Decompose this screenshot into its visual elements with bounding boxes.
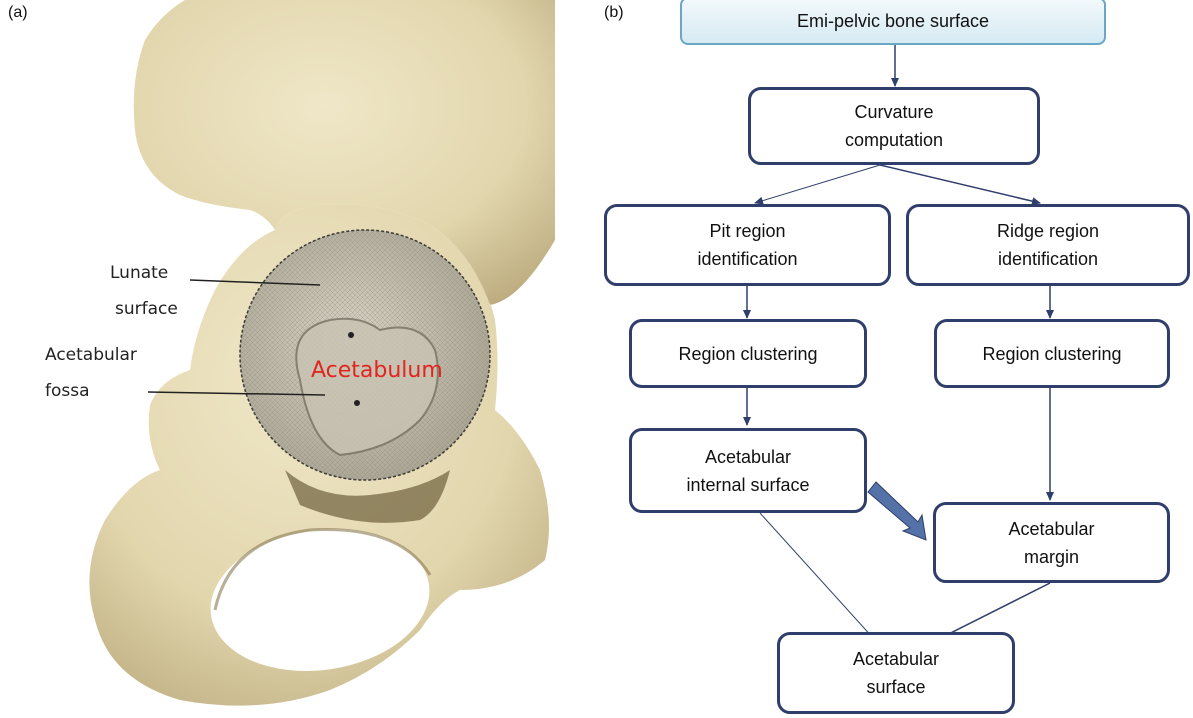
node-acetabular-surface: Acetabular surface [777,632,1015,714]
node-acetabular-margin: Acetabular margin [933,502,1170,583]
node-region-clustering-right: Region clustering [934,319,1170,388]
node-curvature-computation: Curvature computation [748,87,1040,165]
node-emi-pelvic-bone-surface: Emi-pelvic bone surface [680,0,1106,45]
node-region-clustering-left: Region clustering [629,319,867,388]
edge-curvature-pit [755,165,880,203]
edge-curvature-ridge [880,165,1040,203]
node-pit-region-identification: Pit region identification [604,204,891,286]
edge-internal-margin-thick [868,482,926,540]
node-ridge-region-identification: Ridge region identification [906,204,1190,286]
node-acetabular-internal-surface: Acetabular internal surface [629,428,867,513]
